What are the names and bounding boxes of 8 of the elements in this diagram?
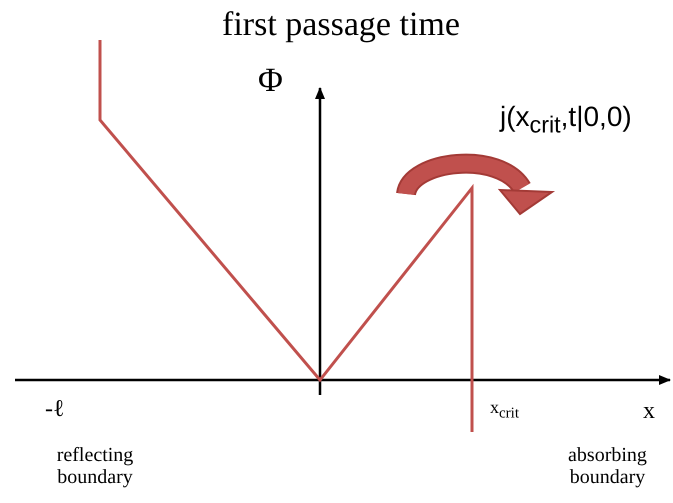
tick-label: -ℓ <box>45 396 64 422</box>
boundary-label: absorbing boundary <box>567 444 648 488</box>
boundary-label: reflecting boundary <box>56 444 134 488</box>
tick-label: x$_{crit}$ <box>490 398 519 422</box>
axis-label: x <box>643 398 655 424</box>
flux-label: j(x$_{crit}$,t|0,0) <box>500 102 632 138</box>
axis-label: Φ <box>258 62 283 100</box>
diagram-title: first passage time <box>222 6 460 44</box>
